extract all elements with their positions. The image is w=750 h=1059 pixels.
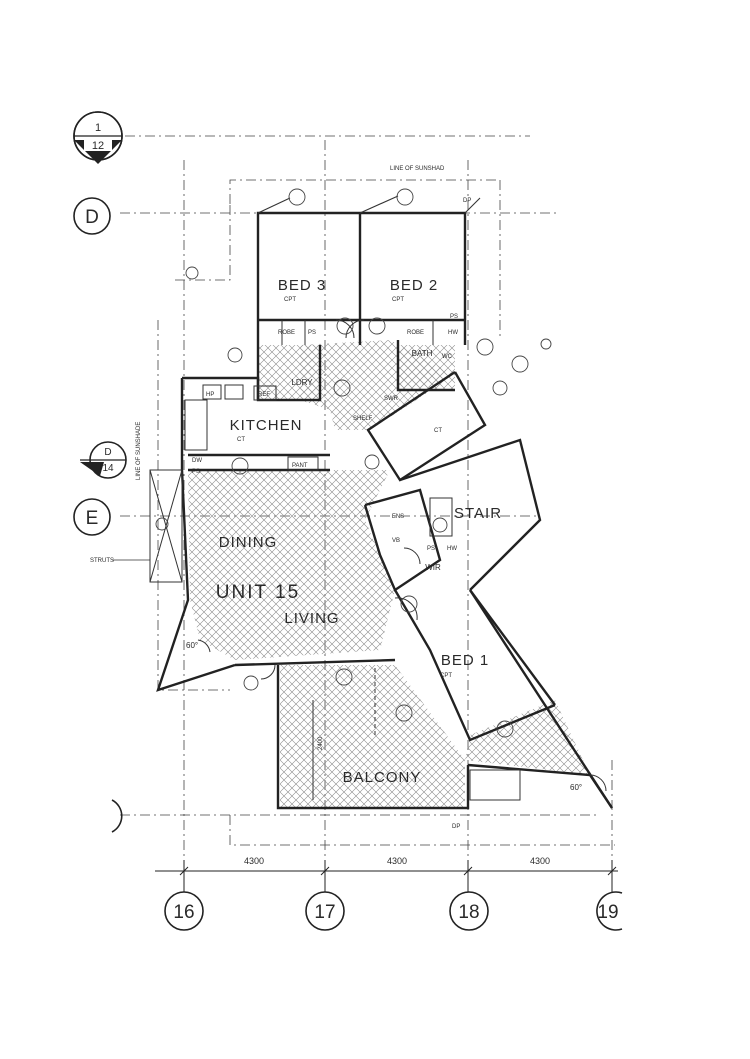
room-kitchen: KITCHEN xyxy=(230,417,303,434)
note-angle-left: 60° xyxy=(186,641,198,650)
room-bed3: BED 3 xyxy=(278,277,326,294)
section-d-sheet: 14 xyxy=(102,463,114,474)
note-dp-bottom: DP xyxy=(452,824,460,830)
grid-label-16: 16 xyxy=(173,902,194,923)
note-sunshade-side: LINE OF SUNSHADE xyxy=(136,422,142,480)
grid-bubble-16: 16 xyxy=(164,860,204,931)
note-angle-right: 60° xyxy=(570,783,582,792)
fixture-hp: HP xyxy=(206,392,214,398)
fixture-swr: SWR xyxy=(384,396,399,402)
room-bath: BATH xyxy=(412,349,433,358)
fixture-robe-bed3: ROBE xyxy=(278,330,295,336)
tiled-floor xyxy=(188,340,590,808)
fixture-hw-bed2: HW xyxy=(448,330,458,336)
grid-label-17: 17 xyxy=(314,902,335,923)
note-struts: STRUTS xyxy=(90,558,114,564)
walls xyxy=(156,211,614,810)
grid-label-19: 19 xyxy=(597,902,618,923)
room-bed2-finish: CPT xyxy=(392,297,404,303)
grid-label-18: 18 xyxy=(458,902,479,923)
room-dining: DINING xyxy=(219,534,278,551)
fixture-ps-bed2: PS xyxy=(450,314,458,320)
room-bed1: BED 1 xyxy=(441,652,489,669)
dim-16-17: 4300 xyxy=(244,856,264,866)
room-bed3-finish: CPT xyxy=(284,297,296,303)
dimension-line xyxy=(155,866,618,876)
room-unit-number: UNIT 15 xyxy=(216,582,300,603)
sunshade-battens xyxy=(257,195,481,214)
room-wir: WIR xyxy=(425,563,441,572)
note-dp-top: DP xyxy=(463,198,471,204)
fixture-pant: PANT xyxy=(292,463,308,469)
grid-bubble-e: E xyxy=(73,498,111,536)
fixture-ps-ens: PS xyxy=(427,546,435,552)
fixture-ps-bed3: PS xyxy=(308,330,316,336)
room-ens: ENS xyxy=(392,514,404,520)
room-bed2: BED 2 xyxy=(390,277,438,294)
fixture-shelf: SHELF xyxy=(353,416,373,422)
fixture-robe-bed2: ROBE xyxy=(407,330,424,336)
grid-bubble-17: 17 xyxy=(305,860,345,931)
partitions xyxy=(149,319,607,801)
grid-label-e: E xyxy=(86,508,99,529)
fixture-dw: DW xyxy=(192,458,202,464)
section-marker-1-12: 1 12 xyxy=(73,111,123,164)
fixture-ps-kitchen: PS xyxy=(192,469,200,475)
grid-label-d: D xyxy=(85,207,99,228)
note-sunshade-top: LINE OF SUNSHAD xyxy=(390,166,445,172)
dim-17-18: 4300 xyxy=(387,856,407,866)
room-ldry: LDRY xyxy=(291,378,313,387)
grid-bubble-19: 19 xyxy=(596,860,623,931)
note-dim-vertical: 2400 xyxy=(318,736,324,750)
room-balcony: BALCONY xyxy=(343,769,422,786)
dim-18-19: 4300 xyxy=(530,856,550,866)
room-bed1-finish: CPT xyxy=(440,673,452,679)
grid-bubble-d: D xyxy=(73,197,111,235)
section-marker-d-14: D 14 xyxy=(80,441,127,479)
door-tags xyxy=(155,188,552,738)
grid-bubble-partial xyxy=(111,799,123,833)
fixture-wc: WC xyxy=(442,354,453,360)
section-1-number: 1 xyxy=(95,122,101,134)
grid-bubble-18: 18 xyxy=(449,860,489,931)
section-1-sheet: 12 xyxy=(92,140,104,152)
fixture-vb: VB xyxy=(392,538,400,544)
section-d-letter: D xyxy=(104,447,111,458)
fixture-ct: CT xyxy=(434,428,442,434)
fixture-hw-ens: HW xyxy=(447,546,457,552)
fixture-ref: REF xyxy=(258,392,270,398)
room-kitchen-finish: CT xyxy=(237,437,245,443)
room-stair: STAIR xyxy=(454,505,502,522)
room-living: LIVING xyxy=(284,610,339,627)
